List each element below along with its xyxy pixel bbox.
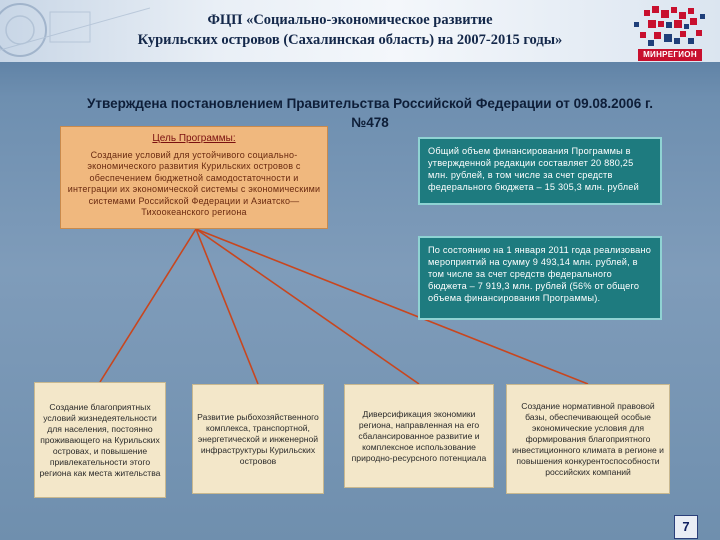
task-box-living-conditions: Создание благоприятных условий жизнедеят… [34, 382, 166, 498]
task-box-infrastructure: Развитие рыбохозяйственного комплекса, т… [192, 384, 324, 494]
header-decoration [0, 3, 150, 57]
page-number: 7 [674, 515, 698, 539]
subtitle-line1: Утверждена постановлением Правительства … [87, 96, 653, 111]
slide-header: ФЦП «Социально-экономическое развитие Ку… [0, 0, 720, 62]
task-text: Диверсификация экономики региона, направ… [351, 408, 487, 463]
task-text: Создание благоприятных условий жизнедеят… [39, 401, 161, 478]
header-title: ФЦП «Социально-экономическое развитие Ку… [90, 10, 610, 50]
task-box-legal-framework: Создание нормативной правовой базы, обес… [506, 384, 670, 494]
task-box-diversification: Диверсификация экономики региона, направ… [344, 384, 494, 488]
subtitle-line2: №478 [351, 115, 389, 130]
header-title-line1: ФЦП «Социально-экономическое развитие [207, 12, 493, 28]
goal-text: Создание условий для устойчивого социаль… [67, 149, 321, 218]
funding-box: Общий объем финансирования Программы в у… [418, 137, 662, 205]
task-text: Развитие рыбохозяйственного комплекса, т… [197, 411, 319, 466]
status-box: По состоянию на 1 января 2011 года реали… [418, 236, 662, 320]
header-title-line2: Курильских островов (Сахалинская область… [137, 32, 563, 48]
status-text: По состоянию на 1 января 2011 года реали… [428, 245, 652, 303]
minregion-logo-icon [634, 6, 705, 46]
connector-line-1 [99, 228, 197, 383]
task-text: Создание нормативной правовой базы, обес… [512, 400, 664, 477]
connector-line-2 [195, 228, 259, 385]
connector-line-3 [195, 228, 420, 385]
logo-label: МИНРЕГИОН [638, 49, 702, 61]
funding-text: Общий объем финансирования Программы в у… [428, 146, 639, 192]
goal-title: Цель Программы: [152, 133, 236, 144]
slide-subtitle: Утверждена постановлением Правительства … [30, 94, 710, 132]
program-goal-box: Цель Программы: Создание условий для уст… [60, 126, 328, 229]
